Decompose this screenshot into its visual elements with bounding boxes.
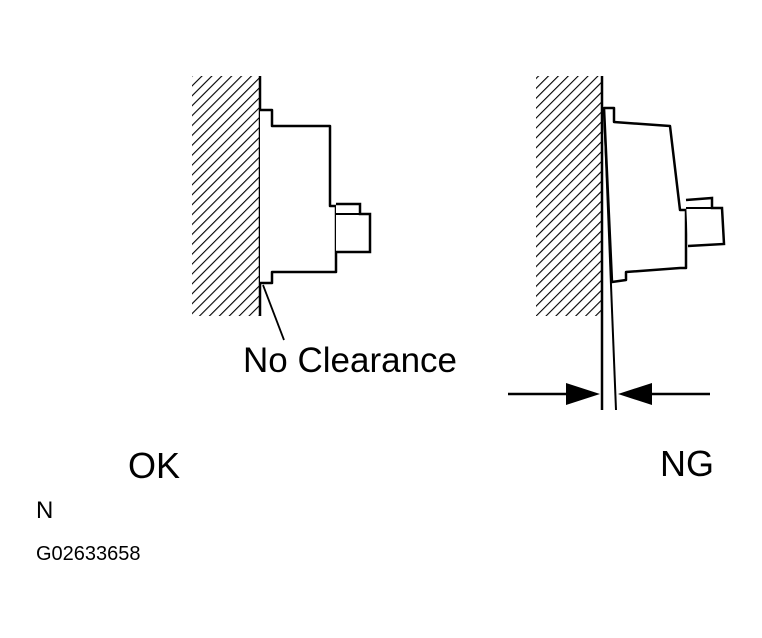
ok-component-body (260, 108, 338, 285)
ng-connector-plug (685, 196, 726, 248)
ok-connector-plug (336, 202, 372, 254)
ok-figure: No Clearance (192, 76, 457, 380)
ng-wall-hatch (536, 76, 602, 316)
figure-code: G02633658 (36, 543, 141, 565)
gap-arrow-right-head (618, 383, 652, 405)
ng-component-body (602, 106, 688, 284)
gap-arrow-left-head (566, 383, 600, 405)
ok-label: OK (128, 445, 180, 486)
ng-label: NG (660, 443, 714, 484)
n-label: N (36, 497, 53, 524)
ng-figure (508, 76, 726, 411)
no-clearance-label: No Clearance (243, 341, 457, 380)
no-clearance-leader-line (262, 284, 285, 341)
ok-wall-hatch (192, 76, 260, 316)
ng-tilted-face (603, 109, 617, 411)
